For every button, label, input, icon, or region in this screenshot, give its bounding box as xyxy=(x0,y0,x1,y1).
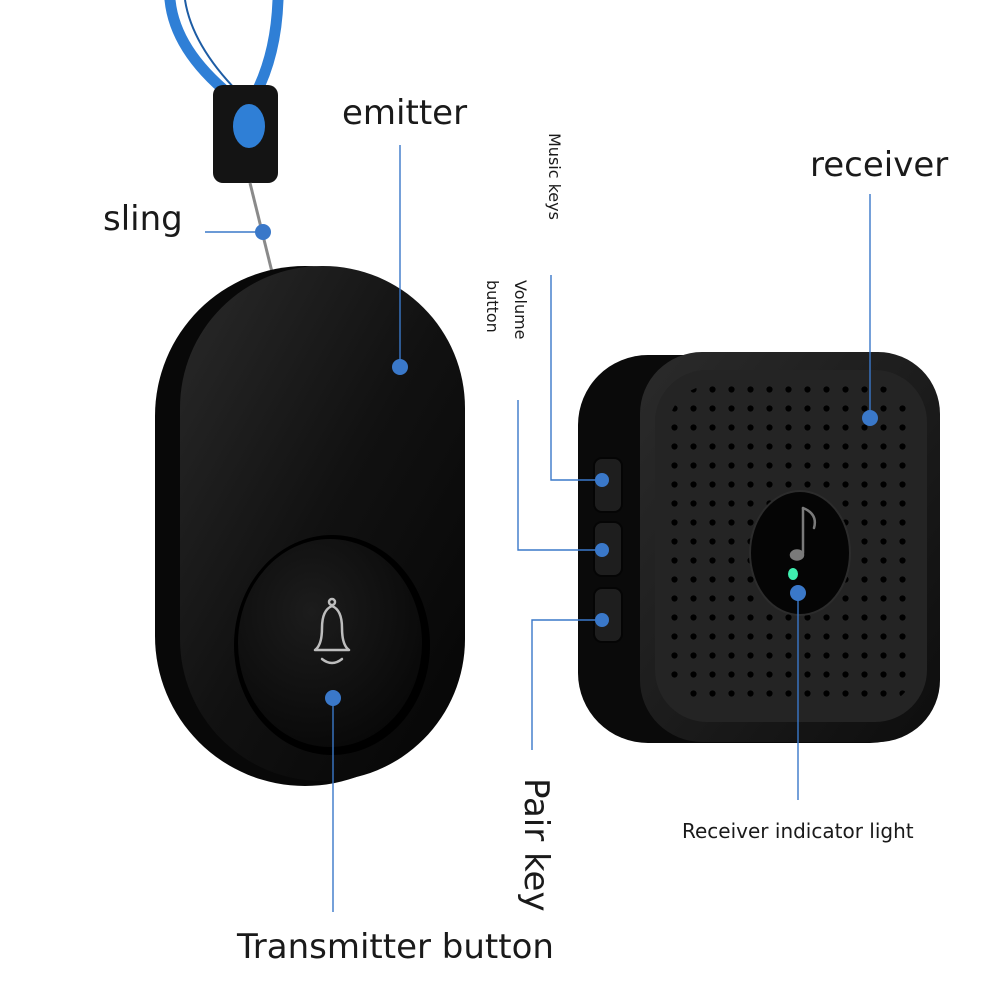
volume-button-label-line2: button xyxy=(483,280,502,333)
receiver-device xyxy=(578,352,940,743)
pair-key-label: Pair key xyxy=(516,778,556,912)
emitter-device xyxy=(155,266,465,786)
callout-lines xyxy=(205,145,871,912)
receiver-label: receiver xyxy=(810,145,949,185)
transmitter-button-label: Transmitter button xyxy=(237,927,554,967)
volume-button-label-line1: Volume xyxy=(511,280,530,340)
music-note-icon xyxy=(789,506,817,561)
sling-strap xyxy=(164,0,284,273)
receiver-indicator-light-label: Receiver indicator light xyxy=(682,819,914,843)
indicator-led xyxy=(788,568,798,580)
emitter-label: emitter xyxy=(342,93,468,133)
callout-dots xyxy=(255,224,878,706)
bell-icon xyxy=(313,597,351,665)
music-keys-label: Music keys xyxy=(545,133,564,220)
sling-label: sling xyxy=(103,199,183,239)
